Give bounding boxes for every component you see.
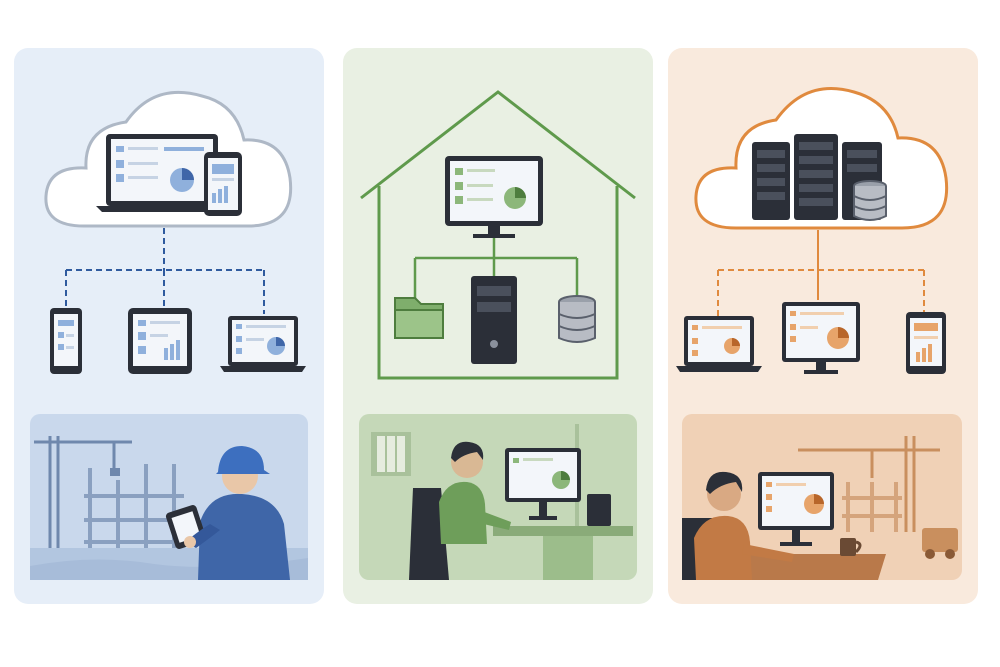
server-tower-icon (587, 494, 611, 526)
monitor-icon (505, 448, 581, 520)
helmet-icon (216, 446, 270, 474)
connector-lines (717, 230, 925, 316)
bookshelf-icon (371, 432, 411, 476)
connector-lines (65, 228, 265, 314)
database-icon (558, 295, 596, 343)
cloud-saas-diagram (30, 90, 308, 580)
monitor-icon (782, 302, 860, 374)
laptop-icon (220, 316, 306, 372)
on-premise-diagram (359, 90, 637, 580)
office-scene (359, 414, 637, 580)
database-icon (853, 180, 887, 221)
truck-icon (922, 528, 958, 559)
worker-figure (165, 446, 290, 580)
hosted-cloud-diagram (676, 87, 962, 580)
panel-cloud-saas (14, 48, 324, 604)
folder-icon (394, 297, 444, 339)
office-worker-figure (682, 471, 794, 580)
house-icon (360, 90, 636, 380)
crane-icon (34, 436, 132, 560)
monitor-icon (445, 156, 543, 238)
panel-on-premise (343, 48, 653, 604)
panel-hosted-cloud (668, 48, 978, 604)
tablet-icon (204, 152, 242, 216)
remote-site-office-scene (682, 414, 962, 580)
mug-icon (840, 538, 862, 556)
tablet-icon (906, 312, 946, 374)
phone-icon (50, 308, 82, 374)
office-worker-figure (409, 441, 511, 580)
laptop-icon (96, 134, 228, 212)
construction-site-scene (30, 414, 308, 580)
tablet-icon (128, 308, 192, 374)
laptop-icon (676, 316, 762, 372)
connector-lines (413, 238, 579, 300)
crane-icon (798, 436, 940, 532)
monitor-icon (758, 472, 834, 546)
server-tower-icon (471, 276, 517, 364)
building-icon (842, 482, 902, 532)
